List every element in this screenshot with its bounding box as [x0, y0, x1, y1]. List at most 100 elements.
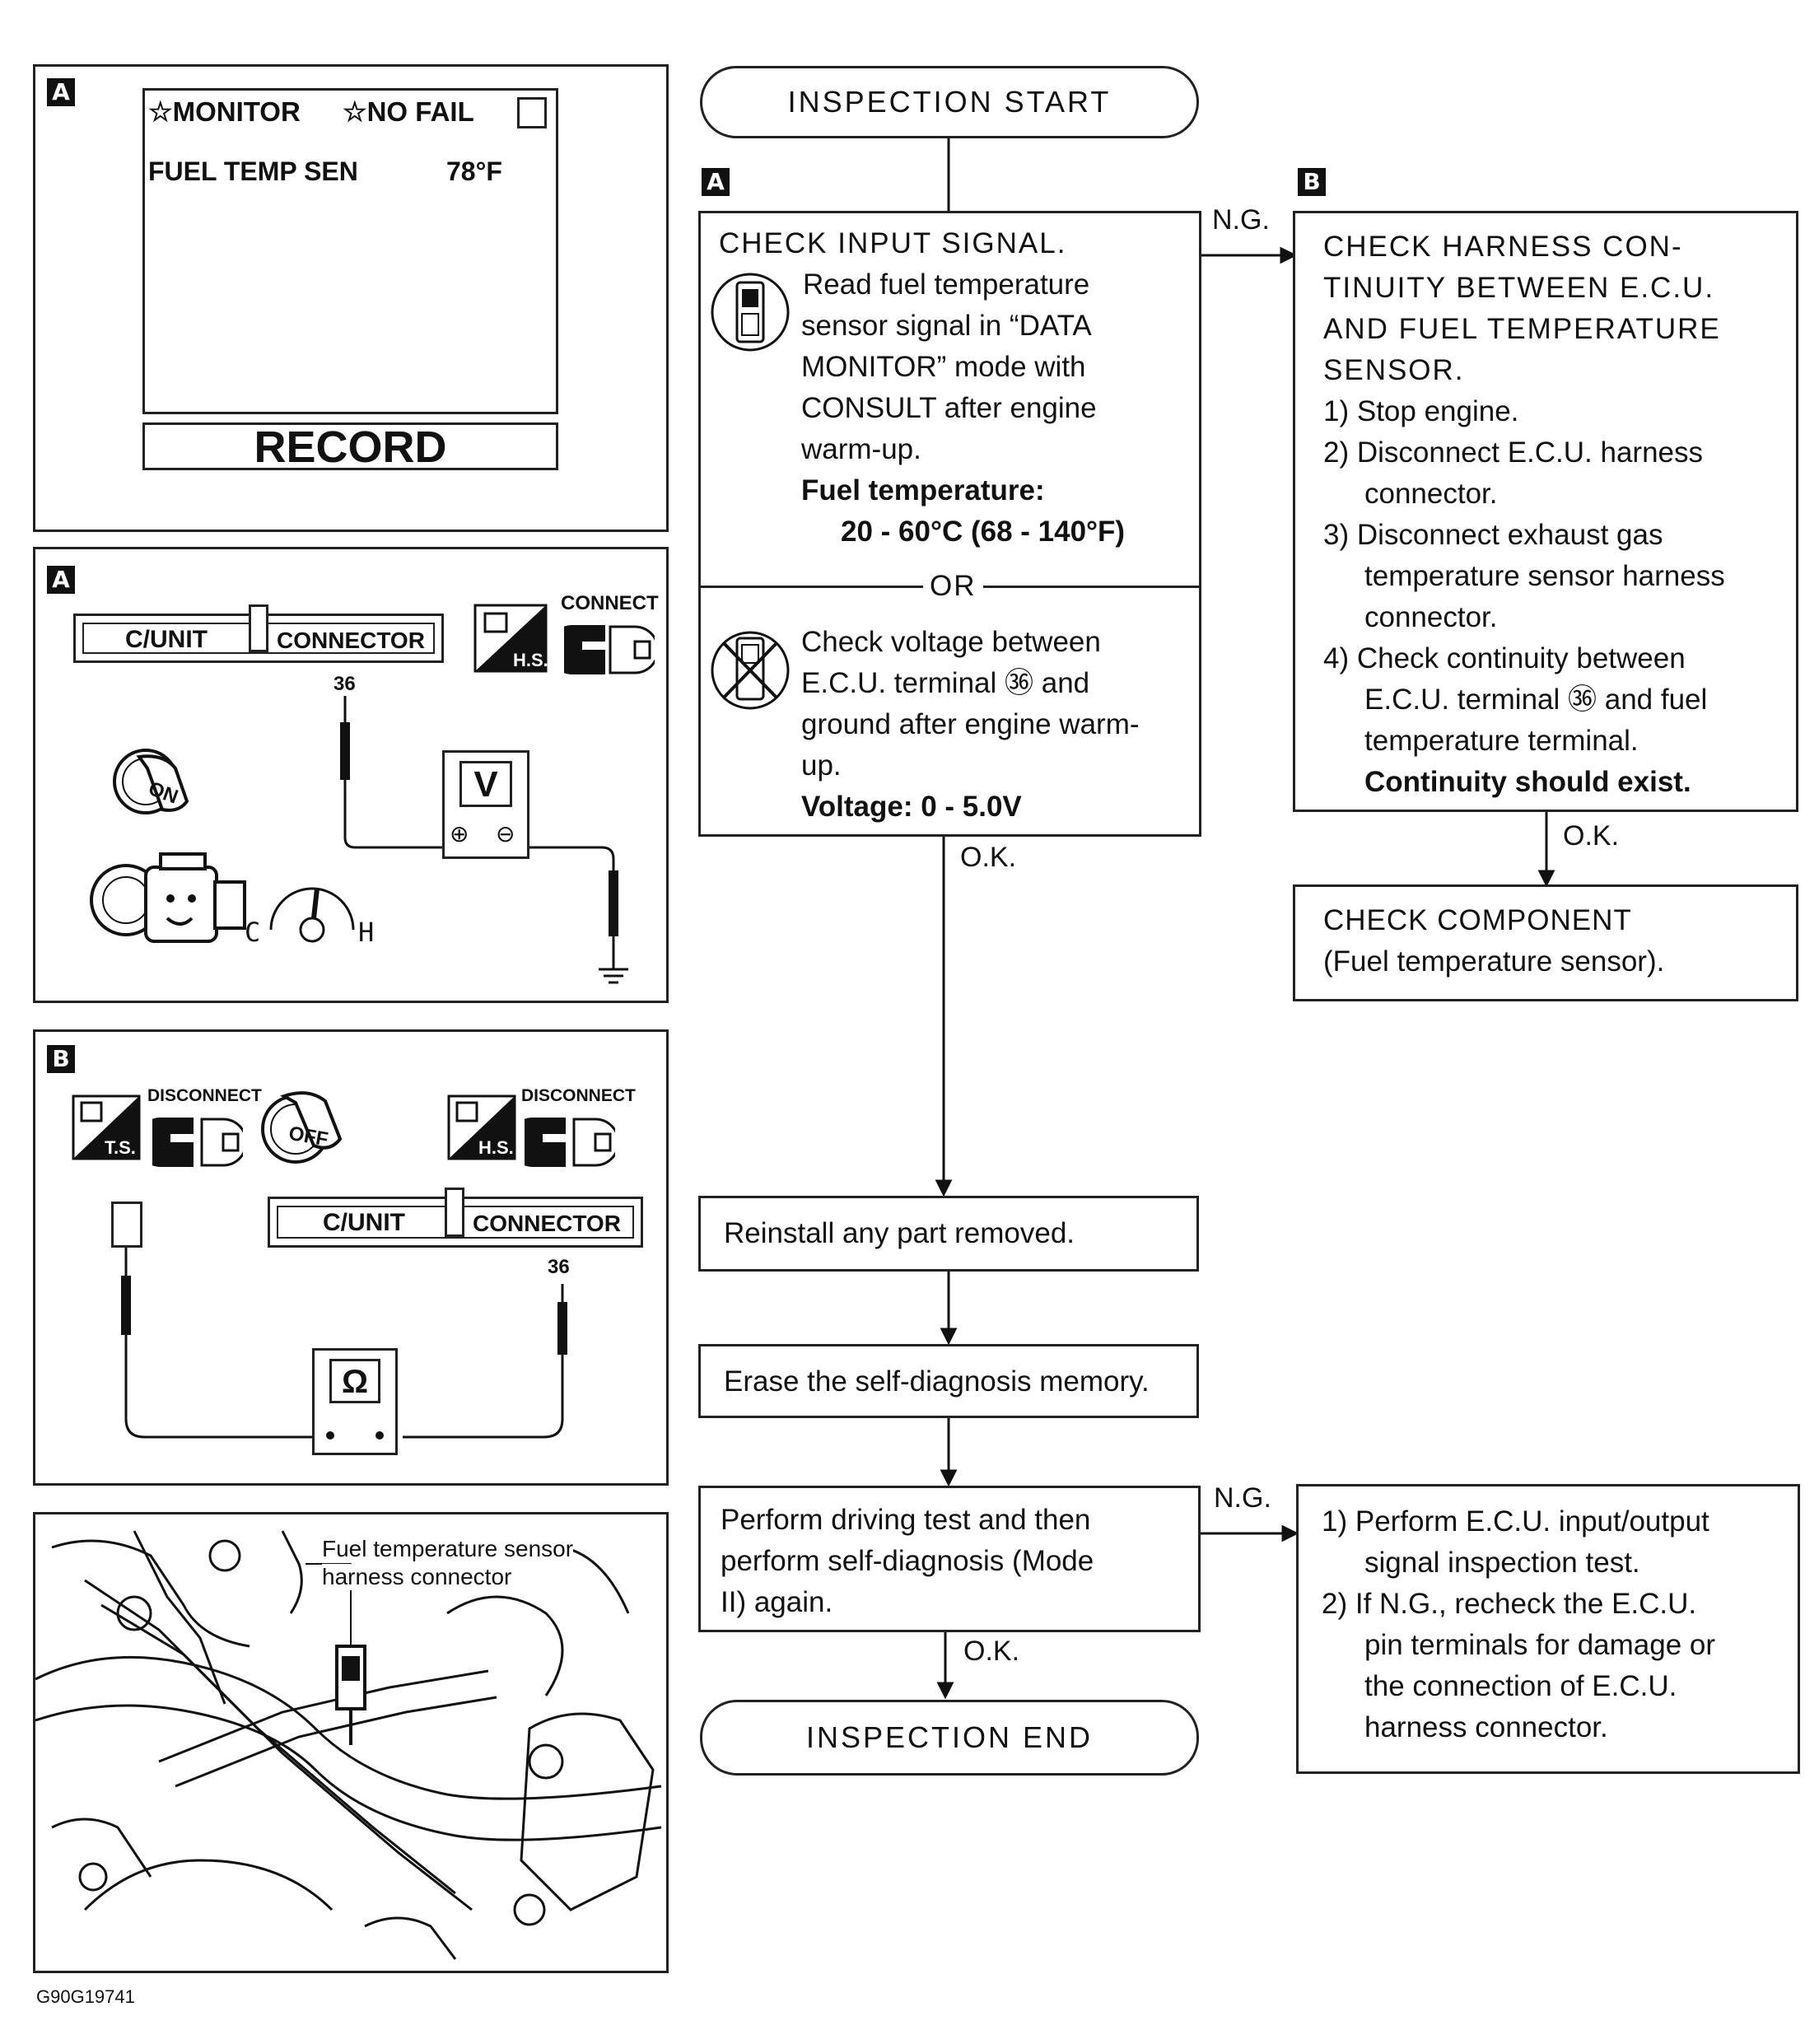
no-fail-label: ☆NO FAIL [343, 96, 474, 127]
check-input-signal-box: CHECK INPUT SIGNAL. Read fuel temperatur… [698, 211, 1201, 837]
alt-line3: ground after engine warm- [801, 708, 1140, 740]
component-line2: (Fuel temperature sensor). [1323, 945, 1665, 978]
final-step-2b: pin terminals for damage or [1364, 1629, 1716, 1661]
connector-label: CONNECTOR [277, 628, 425, 653]
connector-disconnect-icon [525, 1118, 615, 1167]
continuity-check-panel: B T.S. DISCONNECT OFF H.S. DISCONNECT C/… [33, 1029, 669, 1486]
ohmmeter-icon: Ω [312, 1348, 398, 1455]
disconnect-label-2: DISCONNECT [521, 1086, 636, 1105]
cunit-connector: C/UNIT CONNECTOR [73, 604, 444, 663]
gauge-h-label: H [358, 917, 375, 948]
disconnect-label-1: DISCONNECT [147, 1086, 262, 1105]
monitor-item-name: FUEL TEMP SEN [148, 156, 358, 186]
inspection-end-terminal: INSPECTION END [700, 1700, 1199, 1776]
component-line1: CHECK COMPONENT [1323, 904, 1632, 936]
connector-icon [564, 625, 655, 674]
engine-bay-illustration: Fuel temperature sensor harness connecto… [33, 1512, 669, 1973]
check-input-line3: MONITOR” mode with [801, 351, 1086, 383]
harness-title-3: AND FUEL TEMPERATURE [1323, 313, 1721, 345]
driving-line1: Perform driving test and then [721, 1504, 1091, 1536]
section-letter-a: A [47, 78, 75, 106]
voltmeter-icon: V ⊕ ⊖ [442, 750, 529, 859]
ts-label: T.S. [105, 1137, 136, 1158]
figure-id: G90G19741 [36, 1986, 135, 2007]
inspection-start-terminal: INSPECTION START [700, 66, 1199, 138]
monitor-label: ☆MONITOR [148, 96, 301, 127]
ignition-key-off-icon: OFF [261, 1091, 343, 1164]
terminal-tab [445, 1188, 464, 1237]
harness-step-1: 1) Stop engine. [1323, 395, 1519, 427]
check-input-line2: sensor signal in “DATA [801, 310, 1092, 342]
harness-step-2b: connector. [1364, 478, 1498, 510]
meter-label: Ω [329, 1359, 380, 1403]
cunit-label: C/UNIT [323, 1209, 405, 1236]
voltmeter-wiring [340, 696, 628, 984]
section-letter-a: A [47, 566, 75, 594]
monitor-item-value: 78°F [446, 156, 502, 186]
voltage-check-panel: A C/UNIT CONNECTOR CONNECT H.S. 36 V ⊕ ⊖ [33, 547, 669, 1003]
monitor-panel: A ☆MONITOR ☆NO FAIL FUEL TEMP SEN 78°F R… [33, 64, 669, 532]
harness-title-2: TINUITY BETWEEN E.C.U. [1323, 272, 1715, 304]
checkbox-icon [517, 97, 547, 128]
ok-label: O.K. [1563, 820, 1620, 852]
ng-label: N.G. [1214, 1482, 1271, 1514]
check-component-box: CHECK COMPONENT (Fuel temperature sensor… [1293, 884, 1798, 1001]
hs-label: H.S. [513, 650, 548, 670]
check-input-line5: warm-up. [801, 433, 921, 465]
plus-terminal-icon: ⊕ [450, 821, 469, 847]
cunit-connector: C/UNIT CONNECTOR [268, 1188, 643, 1248]
probe-dot-icon [326, 1431, 334, 1440]
harness-step-4b: E.C.U. terminal ㊱ and fuel [1364, 684, 1708, 716]
record-button[interactable]: RECORD [142, 422, 558, 470]
final-step-2c: the connection of E.C.U. [1364, 1670, 1677, 1702]
check-input-line4: CONSULT after engine [801, 392, 1097, 424]
fuel-temp-spec-label: Fuel temperature: [801, 474, 1045, 506]
ok-label: O.K. [963, 1636, 1020, 1667]
erase-text: Erase the self-diagnosis memory. [724, 1365, 1150, 1398]
harness-step-3c: connector. [1364, 601, 1498, 633]
callout-label-line2: harness connector [322, 1564, 512, 1590]
driving-line2: perform self-diagnosis (Mode [721, 1545, 1094, 1577]
consult-screen: ☆MONITOR ☆NO FAIL FUEL TEMP SEN 78°F [142, 88, 558, 414]
alt-line2: E.C.U. terminal ㊱ and [801, 667, 1090, 699]
final-step-2d: harness connector. [1364, 1711, 1608, 1743]
terminal-36-label: 36 [333, 673, 356, 695]
engine-warm-icon [90, 852, 246, 943]
section-letter-b: B [47, 1045, 75, 1073]
driving-test-box: Perform driving test and then perform se… [698, 1486, 1201, 1632]
ok-label: O.K. [960, 842, 1017, 873]
connect-label: CONNECT [561, 592, 659, 614]
sensor-terminal-icon [111, 1202, 142, 1248]
alt-line4: up. [801, 749, 842, 782]
no-consult-icon [711, 631, 790, 710]
final-step-1b: signal inspection test. [1364, 1547, 1640, 1579]
ecu-inspection-box: 1) Perform E.C.U. input/output signal in… [1296, 1484, 1800, 1774]
check-input-line1: Read fuel temperature [803, 268, 1090, 301]
cunit-label: C/UNIT [125, 626, 208, 653]
reinstall-box: Reinstall any part removed. [698, 1196, 1199, 1272]
terminal-36-label: 36 [548, 1256, 570, 1278]
harness-step-3b: temperature sensor harness [1364, 560, 1725, 592]
harness-title-4: SENSOR. [1323, 354, 1465, 386]
section-letter-a: A [702, 168, 730, 196]
ng-label: N.G. [1212, 204, 1270, 236]
hs-sensor-icon: H.S. [447, 1094, 516, 1160]
harness-step-2: 2) Disconnect E.C.U. harness [1323, 436, 1704, 469]
harness-title-1: CHECK HARNESS CON- [1323, 231, 1683, 263]
gauge-c-label: C [245, 917, 261, 948]
final-step-2: 2) If N.G., recheck the E.C.U. [1322, 1588, 1697, 1620]
engine-bay-drawing [35, 1530, 662, 1960]
alt-line1: Check voltage between [801, 626, 1101, 658]
final-step-1: 1) Perform E.C.U. input/output [1322, 1505, 1709, 1538]
ohmmeter-wiring [121, 1248, 567, 1439]
harness-step-4: 4) Check continuity between [1323, 642, 1686, 674]
ts-sensor-icon: T.S. [72, 1094, 141, 1160]
harness-step-3: 3) Disconnect exhaust gas [1323, 519, 1663, 551]
harness-continuity-box: CHECK HARNESS CON- TINUITY BETWEEN E.C.U… [1293, 211, 1798, 812]
harness-step-4d: Continuity should exist. [1364, 766, 1691, 798]
harness-step-4c: temperature terminal. [1364, 725, 1639, 757]
fuel-temp-spec-value: 20 - 60°C (68 - 140°F) [841, 516, 1126, 548]
minus-terminal-icon: ⊖ [496, 821, 515, 847]
connector-disconnect-icon [152, 1118, 243, 1167]
